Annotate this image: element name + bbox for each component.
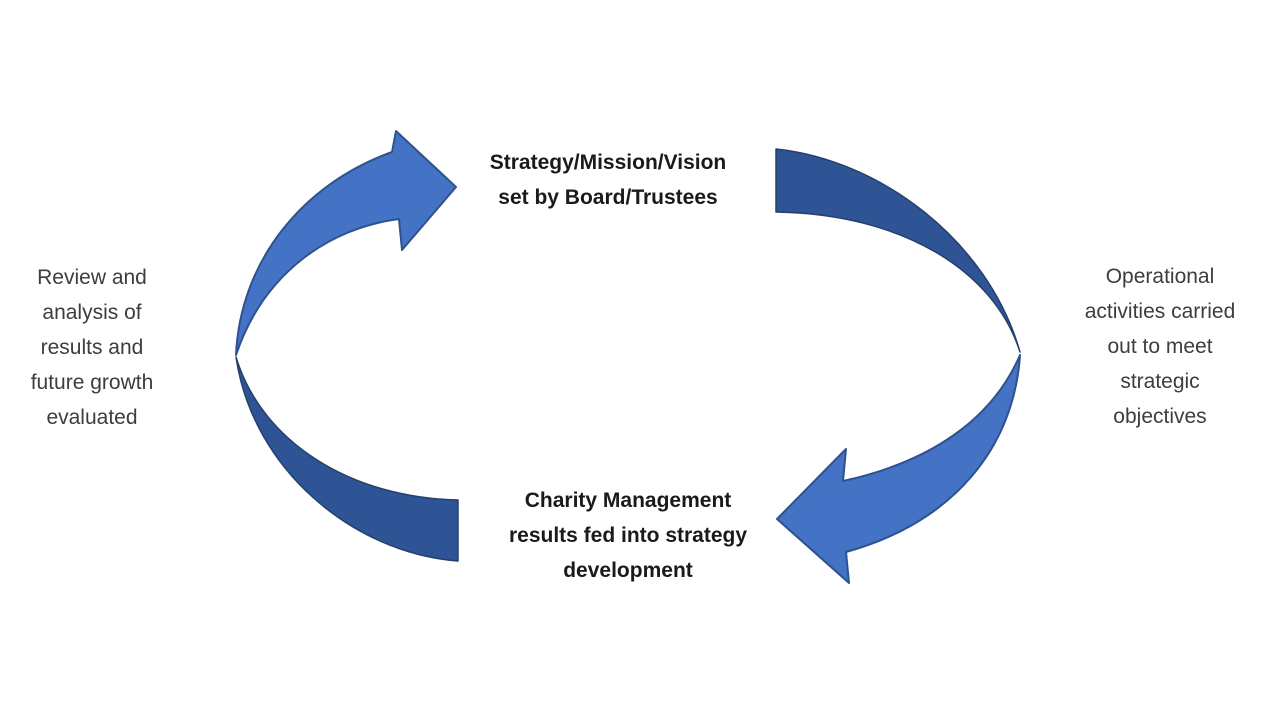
dark-arc-top-right xyxy=(775,148,1021,353)
light-arrow-bottom-right xyxy=(776,354,1021,584)
dark-arc-bottom-left xyxy=(235,356,459,562)
light-arrow-top-left xyxy=(235,130,457,356)
node-label-operational-activities: Operational activities carried out to me… xyxy=(1084,265,1236,428)
node-label-review-analysis: Review and analysis of results and futur… xyxy=(30,266,154,429)
node-label-strategy-mission-vision: Strategy/Mission/Vision set by Board/Tru… xyxy=(489,151,727,209)
node-label-charity-management: Charity Management results fed into stra… xyxy=(508,489,748,582)
